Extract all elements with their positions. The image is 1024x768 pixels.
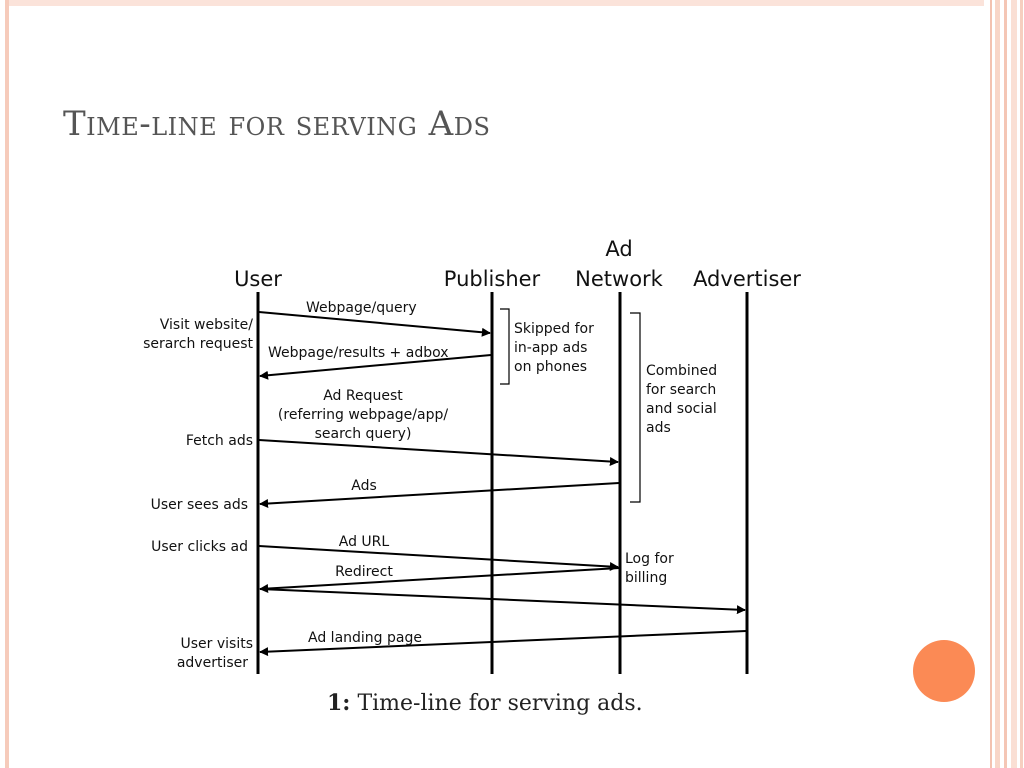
arrow-ad-request [258,439,619,466]
arrow-to-advertiser [259,588,746,615]
note-skipped-3: on phones [514,359,587,375]
decorative-circle [913,640,975,702]
note-combined-3: and social [646,401,717,417]
label-webpage-results: Webpage/results + adbox [268,345,449,361]
arrow-ad-url [258,545,619,572]
note-combined-2: for search [646,382,716,398]
note-log-2: billing [625,570,667,586]
arrow-webpage-results [259,354,492,380]
note-combined-4: ads [646,420,671,436]
participant-adnetwork-line1: Ad [605,237,632,261]
side-label-clicks: User clicks ad [151,539,248,555]
participant-publisher: Publisher [444,267,541,291]
note-skipped-2: in-app ads [514,340,587,356]
frame-left-border [5,0,9,768]
note-log-1: Log for [625,551,674,567]
arrow-ads [259,482,620,509]
label-ad-url: Ad URL [339,534,390,550]
arrow-redirect [259,567,620,594]
caption-number: 1: [327,690,351,716]
frame-top-border [5,0,990,6]
arrow-ad-landing [259,630,747,657]
caption-text: Time-line for serving ads. [357,691,643,716]
participant-advertiser: Advertiser [693,267,801,291]
bracket-combined [630,312,641,503]
side-label-sees: User sees ads [151,497,248,513]
participant-user: User [234,267,282,291]
label-redirect: Redirect [335,564,393,580]
label-ads: Ads [351,478,377,494]
participant-adnetwork-line2: Network [575,267,664,291]
bracket-skipped [500,308,510,385]
note-skipped-1: Skipped for [514,321,594,337]
side-label-visit-2: serarch request [143,336,253,352]
label-ad-request-1: Ad Request [323,388,403,404]
slide-title: Time-line for serving Ads [63,104,491,144]
side-label-visits-2: advertiser [177,655,248,671]
side-label-visits-1: User visits [180,636,253,652]
side-label-fetch: Fetch ads [186,433,253,449]
note-combined-1: Combined [646,363,717,379]
frame-right-border [984,0,1024,768]
side-label-visit-1: Visit website/ [160,317,254,333]
label-ad-request-2: (referring webpage/app/ [278,407,448,423]
label-webpage-query: Webpage/query [306,300,417,316]
arrow-webpage-query [258,311,491,337]
label-ad-request-3: search query) [315,426,412,442]
label-ad-landing: Ad landing page [308,630,422,646]
figure-caption: 1: Time-line for serving ads. [327,690,643,716]
